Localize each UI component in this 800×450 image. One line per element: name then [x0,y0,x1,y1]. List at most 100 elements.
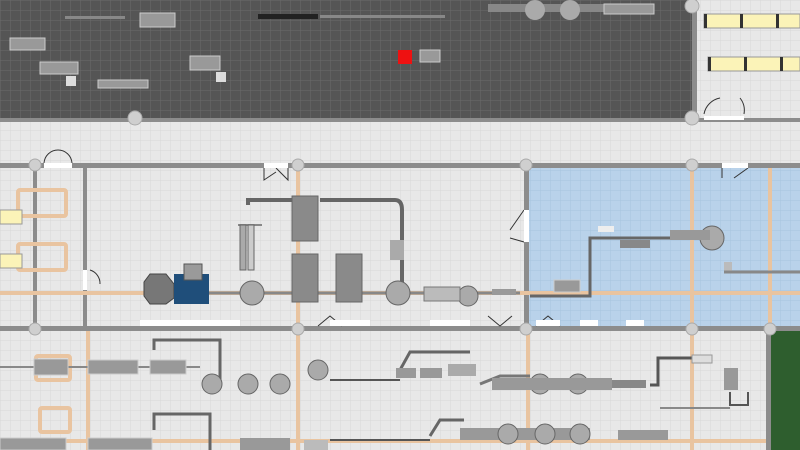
machine-icon [247,224,255,271]
machine-icon [620,240,650,248]
machine-icon [239,224,247,271]
window-icon [707,56,800,72]
wall-cold-room-left [524,168,529,328]
conveyor-icon [398,350,470,371]
machine-icon [598,226,614,232]
conveyor-icon [320,15,445,18]
machine-icon [0,437,67,450]
machine-icon [149,359,187,375]
wall-small-room [33,168,37,328]
conveyor-icon [246,198,404,290]
warehouse-equipment[interactable] [9,0,655,89]
machine-icon [183,263,203,281]
conveyor-icon [460,428,590,440]
machine-icon [396,368,416,378]
machine-icon [612,380,646,388]
drum-icon [569,423,591,445]
machine-icon [603,3,655,15]
machine-icon [143,273,175,305]
machine-icon [304,440,328,450]
machine-icon [724,368,738,390]
wall-small-room-2 [83,168,87,328]
drum-icon [497,423,519,445]
drum-icon [201,373,223,395]
machine-icon [33,358,69,376]
machine-icon [492,289,516,295]
roller-icon [457,285,479,307]
window-icon [0,209,23,225]
pillar-icon [685,158,699,172]
machine-icon [691,354,713,364]
conveyor-icon [530,236,680,298]
machine-icon [139,12,176,28]
drum-icon [237,373,259,395]
machine-icon [448,364,476,376]
drum-icon [307,359,329,381]
pillars [28,0,777,336]
machine-icon [216,72,226,82]
machine-icon [240,438,290,450]
door-swing-icon [487,315,513,327]
wall-office-left [692,0,697,118]
pillar-icon [127,110,143,126]
door-swing-icon [703,97,745,115]
machine-icon [419,49,441,63]
pillar-icon [685,322,699,336]
door-swing-icon [43,149,73,164]
door-swing-icon [263,167,289,182]
office-windows [703,13,800,72]
cold-room-equipment[interactable] [530,225,800,298]
pillar-icon [28,322,42,336]
door-swing-icon [509,209,525,243]
conveyor-icon [492,378,612,390]
drum-icon [525,0,545,20]
production-line[interactable] [143,195,520,307]
machine-icon [87,359,139,375]
machine-icon [9,37,46,51]
window-icon [0,253,23,269]
pillar-icon [519,322,533,336]
machine-icon [670,230,710,240]
roller-icon [385,280,411,306]
machine-icon [189,55,221,71]
pillar-icon [291,322,305,336]
green-area [771,331,800,450]
zone-cold-room[interactable] [528,168,800,328]
door-swing-icon [89,269,101,285]
conveyor-icon [65,16,125,19]
machine-icon [335,253,363,303]
pillar-icon [28,158,42,172]
doors [43,149,749,327]
pillar-icon [519,158,533,172]
conveyor-icon [258,14,318,19]
machine-icon [97,79,149,89]
roller-icon [239,280,265,306]
machine-icon [390,240,404,260]
alert-marker-icon [398,50,412,64]
wall-production-top [0,163,800,168]
pillar-icon [684,0,700,14]
processing-equipment[interactable] [0,338,749,450]
pillar-icon [763,322,777,336]
machine-icon [66,76,76,86]
pillar-icon [291,158,305,172]
pillar-icon [684,110,700,126]
wall-corridor-top [0,118,800,122]
drum-icon [534,423,556,445]
machine-icon [724,262,732,272]
machine-icon [39,61,79,75]
machine-icon [291,253,319,303]
window-icon [703,13,800,29]
drum-icon [560,0,580,20]
machine-icon [553,279,581,293]
zone-warehouse[interactable] [0,0,692,118]
conveyor-icon [152,338,222,380]
wall-right-bottom [766,331,771,450]
machine-icon [618,430,668,440]
machine-icon [420,368,442,378]
machine-icon [87,437,153,450]
door-gaps [44,116,748,326]
machine-icon [423,286,461,302]
